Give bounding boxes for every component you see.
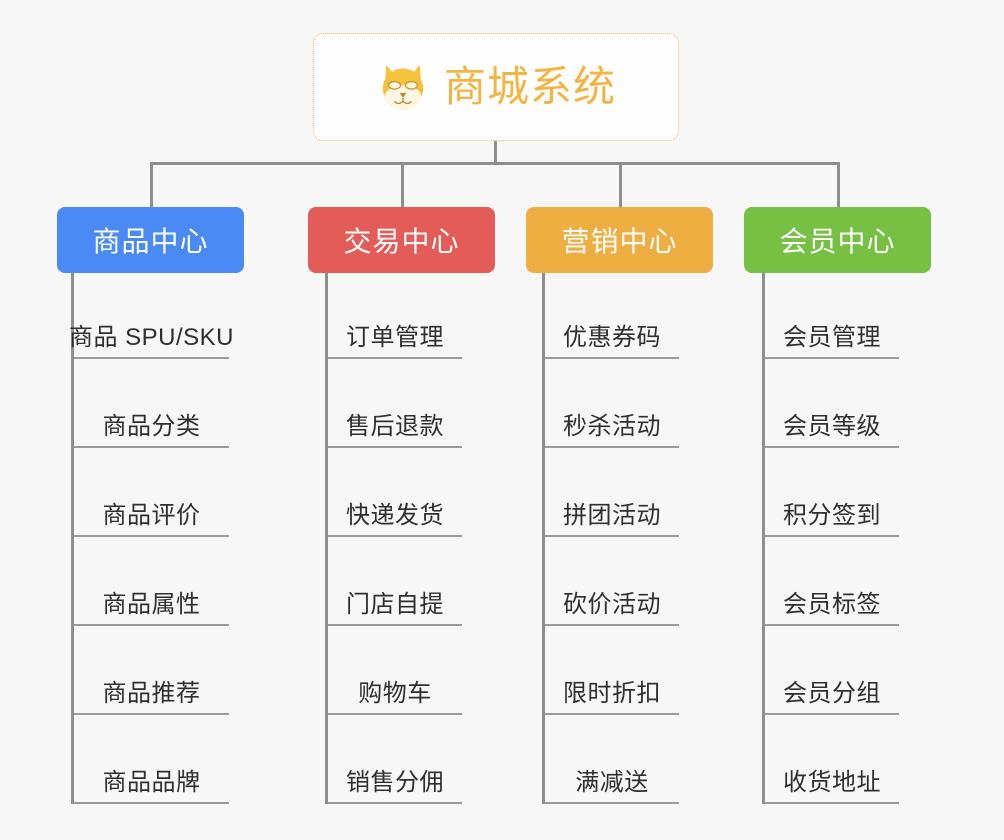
connector-drop-4 bbox=[837, 162, 840, 208]
leaf-item[interactable]: 会员等级 bbox=[765, 359, 899, 448]
leaf-item-label: 会员管理 bbox=[783, 324, 881, 351]
category-column-marketing: 营销中心 优惠券码 秒杀活动 拼团活动 砍价活动 限时折扣 满减送 bbox=[526, 207, 713, 804]
leaf-item-label: 购物车 bbox=[358, 680, 432, 707]
category-column-member: 会员中心 会员管理 会员等级 积分签到 会员标签 会员分组 收货地址 bbox=[744, 207, 931, 804]
leaf-item[interactable]: 订单管理 bbox=[328, 273, 462, 359]
leaf-item[interactable]: 商品属性 bbox=[74, 537, 229, 626]
leaf-item-label: 销售分佣 bbox=[346, 769, 444, 796]
leaf-item-label: 订单管理 bbox=[346, 324, 444, 351]
category-column-trade: 交易中心 订单管理 售后退款 快递发货 门店自提 购物车 销售分佣 bbox=[308, 207, 495, 804]
category-header-marketing[interactable]: 营销中心 bbox=[526, 207, 713, 273]
category-header-label: 营销中心 bbox=[561, 226, 678, 257]
leaf-item-label: 快递发货 bbox=[346, 502, 444, 529]
leaf-item[interactable]: 限时折扣 bbox=[545, 626, 679, 715]
leaf-item-label: 优惠券码 bbox=[563, 324, 661, 351]
connector-drop-2 bbox=[401, 162, 404, 208]
leaf-item-label: 会员分组 bbox=[783, 680, 881, 707]
connector-drop-1 bbox=[150, 162, 153, 208]
category-header-product[interactable]: 商品中心 bbox=[57, 207, 244, 273]
leaf-item-label: 限时折扣 bbox=[563, 680, 661, 707]
leaf-item[interactable]: 秒杀活动 bbox=[545, 359, 679, 448]
root-node[interactable]: 商城系统 bbox=[313, 33, 679, 141]
leaf-list-product: 商品 SPU/SKU 商品分类 商品评价 商品属性 商品推荐 商品品牌 bbox=[69, 273, 244, 804]
leaf-item[interactable]: 购物车 bbox=[328, 626, 462, 715]
shiba-dog-face-icon bbox=[382, 65, 424, 111]
leaf-item[interactable]: 销售分佣 bbox=[328, 715, 462, 804]
leaf-item[interactable]: 商品推荐 bbox=[74, 626, 229, 715]
leaf-item[interactable]: 商品 SPU/SKU bbox=[69, 273, 234, 359]
connector-drop-3 bbox=[619, 162, 622, 208]
leaf-item[interactable]: 门店自提 bbox=[328, 537, 462, 626]
leaf-item-label: 商品属性 bbox=[102, 591, 201, 618]
leaf-item-label: 积分签到 bbox=[783, 502, 881, 529]
leaf-list-member: 会员管理 会员等级 积分签到 会员标签 会员分组 收货地址 bbox=[762, 273, 931, 804]
leaf-item[interactable]: 积分签到 bbox=[765, 448, 899, 537]
leaf-item[interactable]: 会员管理 bbox=[765, 273, 899, 359]
category-header-label: 会员中心 bbox=[779, 226, 896, 257]
leaf-item[interactable]: 拼团活动 bbox=[545, 448, 679, 537]
category-header-label: 商品中心 bbox=[92, 226, 209, 257]
leaf-item-label: 满减送 bbox=[575, 769, 649, 796]
leaf-item-label: 商品推荐 bbox=[102, 680, 201, 707]
leaf-item-label: 商品品牌 bbox=[102, 769, 201, 796]
leaf-item[interactable]: 商品评价 bbox=[74, 448, 229, 537]
category-header-member[interactable]: 会员中心 bbox=[744, 207, 931, 273]
category-header-label: 交易中心 bbox=[343, 226, 460, 257]
leaf-item-label: 门店自提 bbox=[346, 591, 444, 618]
leaf-item[interactable]: 商品分类 bbox=[74, 359, 229, 448]
leaf-item-label: 商品评价 bbox=[102, 502, 201, 529]
leaf-item-label: 拼团活动 bbox=[563, 502, 661, 529]
leaf-list-trade: 订单管理 售后退款 快递发货 门店自提 购物车 销售分佣 bbox=[325, 273, 495, 804]
leaf-item-label: 商品分类 bbox=[102, 413, 201, 440]
category-column-product: 商品中心 商品 SPU/SKU 商品分类 商品评价 商品属性 商品推荐 商品品牌 bbox=[57, 207, 244, 804]
leaf-item-label: 砍价活动 bbox=[563, 591, 661, 618]
leaf-item[interactable]: 满减送 bbox=[545, 715, 679, 804]
leaf-item-label: 秒杀活动 bbox=[563, 413, 661, 440]
leaf-item-label: 收货地址 bbox=[783, 769, 881, 796]
connector-horizontal-bus bbox=[150, 162, 840, 165]
leaf-item[interactable]: 收货地址 bbox=[765, 715, 899, 804]
category-header-trade[interactable]: 交易中心 bbox=[308, 207, 495, 273]
leaf-item[interactable]: 优惠券码 bbox=[545, 273, 679, 359]
root-title: 商城系统 bbox=[443, 63, 616, 110]
leaf-item[interactable]: 会员分组 bbox=[765, 626, 899, 715]
leaf-item[interactable]: 售后退款 bbox=[328, 359, 462, 448]
connector-root-vertical bbox=[494, 141, 497, 164]
leaf-item-label: 会员标签 bbox=[783, 591, 881, 618]
leaf-item-label: 售后退款 bbox=[346, 413, 444, 440]
leaf-item[interactable]: 快递发货 bbox=[328, 448, 462, 537]
leaf-item[interactable]: 商品品牌 bbox=[74, 715, 229, 804]
leaf-item-label: 会员等级 bbox=[783, 413, 881, 440]
leaf-item-label: 商品 SPU/SKU bbox=[68, 324, 235, 351]
leaf-item[interactable]: 砍价活动 bbox=[545, 537, 679, 626]
leaf-list-marketing: 优惠券码 秒杀活动 拼团活动 砍价活动 限时折扣 满减送 bbox=[542, 273, 713, 804]
leaf-item[interactable]: 会员标签 bbox=[765, 537, 899, 626]
